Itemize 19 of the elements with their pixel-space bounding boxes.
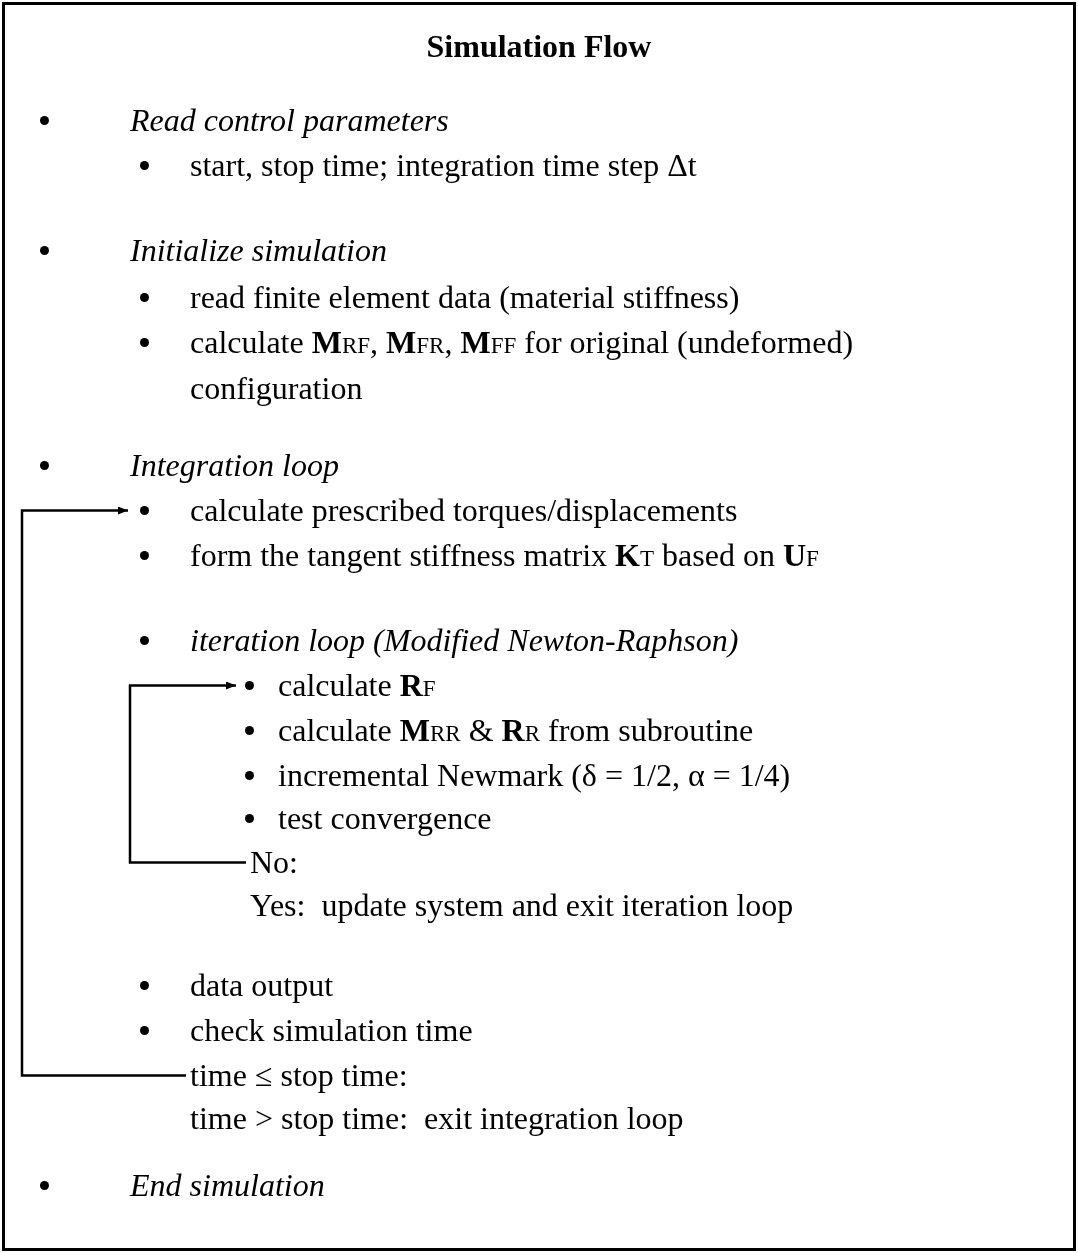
- step-heading: Read control parameters: [130, 101, 449, 140]
- step-heading: iteration loop (Modified Newton-Raphson): [190, 621, 739, 660]
- step-text: time ≤ stop time:: [190, 1056, 408, 1095]
- step-text: No:: [250, 843, 298, 882]
- step-text: check simulation time: [190, 1011, 473, 1050]
- loop-arrow: [20, 506, 186, 1077]
- step-text: time > stop time: exit integration loop: [190, 1099, 684, 1138]
- step-heading: End simulation: [130, 1166, 325, 1205]
- step-text: read finite element data (material stiffness): [190, 278, 740, 317]
- step-heading: Initialize simulation: [130, 231, 387, 270]
- step-text: start, stop time; integration time step Δt: [190, 146, 697, 185]
- step-text: data output: [190, 966, 334, 1005]
- title: Simulation Flow: [425, 27, 653, 66]
- step-heading: Integration loop: [130, 446, 339, 485]
- step-text: incremental Newmark (δ = 1/2, α = 1/4): [278, 756, 791, 795]
- step-text: Yes: update system and exit iteration loop: [250, 886, 794, 925]
- step-text: test convergence: [278, 799, 492, 838]
- loop-arrow: [128, 681, 246, 864]
- step-text: calculate prescribed torques/displacements: [190, 491, 738, 530]
